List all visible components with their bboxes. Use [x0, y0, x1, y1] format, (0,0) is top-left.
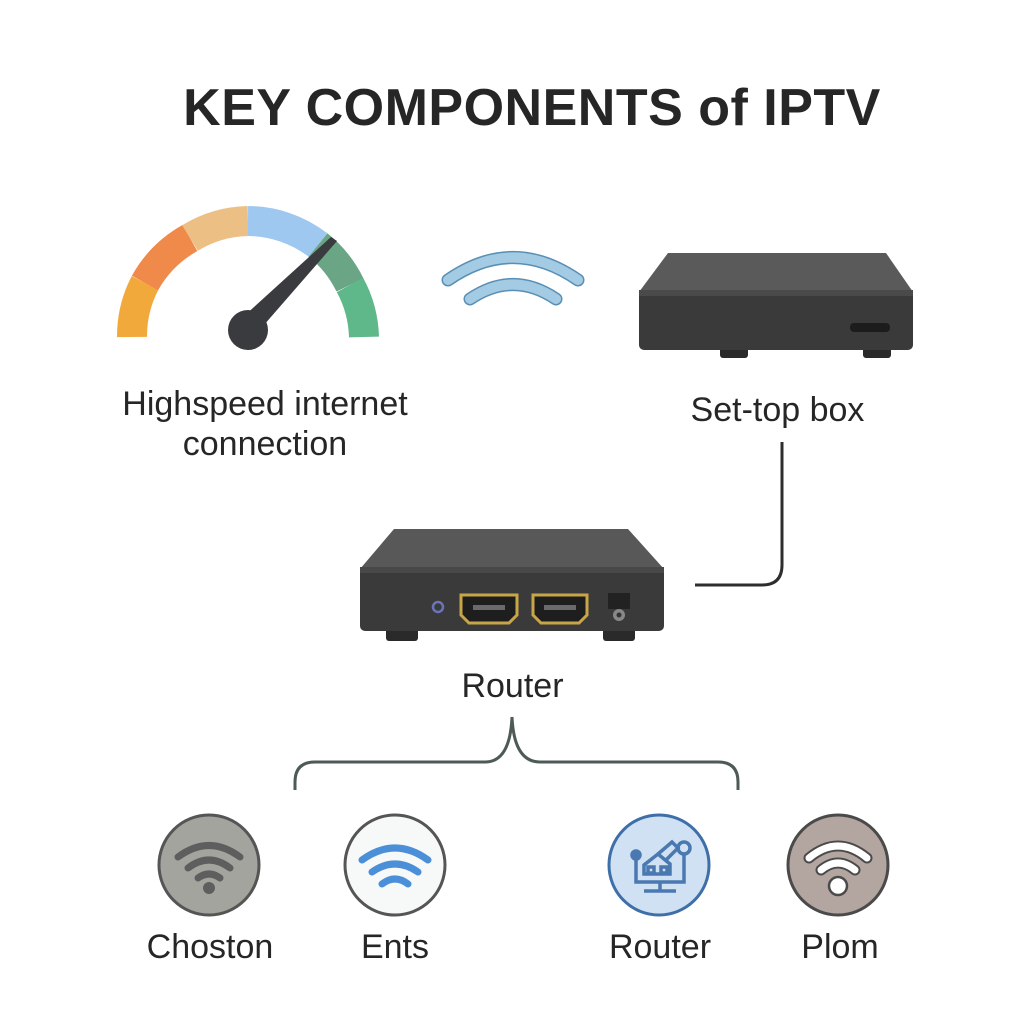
brace-connector [293, 716, 740, 790]
device-label-plom: Plom [801, 928, 879, 966]
device-label-ents: Ents [360, 928, 430, 966]
device-icon-ents [343, 813, 447, 917]
settop-label: Set-top box [690, 391, 865, 429]
internet-label-line1: Highspeed internet [122, 385, 408, 423]
page-title: KEY COMPONENTS of IPTV [183, 79, 881, 137]
router-label: Router [461, 667, 564, 705]
device-label-router: Router [608, 928, 712, 966]
wireless-signal-icon [441, 251, 585, 306]
hdmi-port-2 [531, 593, 589, 625]
device-icon-plom [786, 813, 890, 917]
speedometer-icon [116, 206, 379, 350]
device-icon-choston [157, 813, 261, 917]
router-device-icon [360, 529, 664, 641]
device-label-choston: Choston [146, 928, 274, 966]
device-icon-router [607, 813, 711, 917]
internet-label: Highspeed internet connection [80, 384, 450, 464]
connector-line [695, 442, 784, 587]
hdmi-port-1 [459, 593, 519, 625]
internet-label-line2: connection [182, 425, 348, 463]
set-top-box-icon [639, 253, 913, 358]
